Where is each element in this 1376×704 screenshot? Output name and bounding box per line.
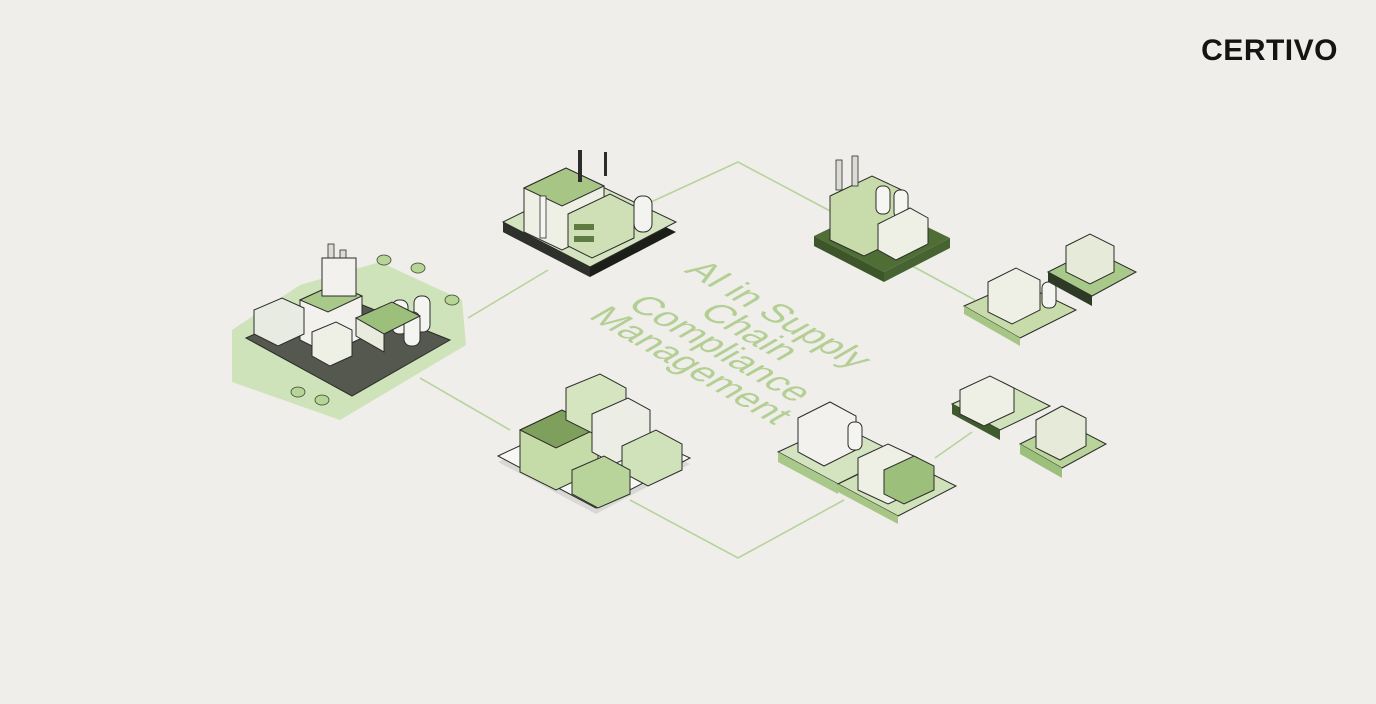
- certivo-logo: CERTIVO: [1201, 34, 1338, 67]
- factory-top-right: [814, 155, 950, 282]
- factory-top-center: [501, 150, 678, 277]
- factory-right-lower: [950, 375, 1108, 478]
- factory-bottom-right: [776, 401, 958, 524]
- factory-bottom-center: [496, 373, 692, 514]
- factory-right-upper: [962, 233, 1138, 346]
- main-factory-complex: [232, 243, 466, 420]
